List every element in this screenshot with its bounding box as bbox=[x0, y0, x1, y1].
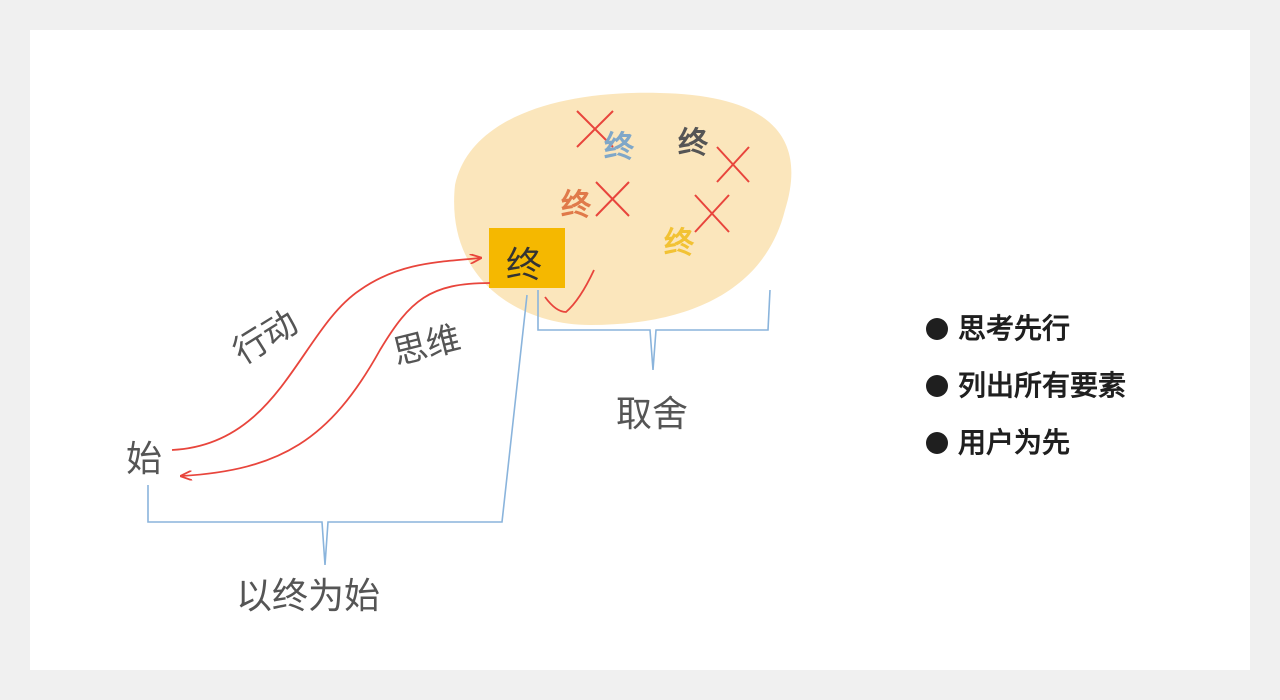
bullet-item: 思考先行 bbox=[926, 300, 1126, 357]
goal-label: 终 bbox=[506, 245, 543, 286]
candidate-goal-2: 终 bbox=[678, 126, 708, 161]
bullet-list: 思考先行 列出所有要素 用户为先 bbox=[926, 300, 1126, 471]
bullet-dot-icon bbox=[926, 431, 948, 454]
candidate-goal-4: 终 bbox=[664, 226, 694, 261]
bullet-dot-icon bbox=[926, 374, 948, 397]
action-arrow bbox=[171, 258, 480, 451]
check-icon bbox=[544, 269, 595, 313]
cross-icon bbox=[595, 181, 630, 217]
start-label: 始 bbox=[126, 439, 163, 480]
candidate-goal-3: 终 bbox=[561, 188, 591, 223]
cross-icon bbox=[694, 194, 730, 233]
tradeoff-bracket bbox=[537, 289, 771, 371]
bullet-item: 用户为先 bbox=[926, 414, 1126, 471]
cross-icon bbox=[576, 110, 614, 148]
thinking-arrow bbox=[182, 282, 491, 476]
goal-box bbox=[489, 228, 565, 288]
bullet-dot-icon bbox=[926, 317, 948, 340]
cross-icon bbox=[716, 146, 750, 183]
bullet-text: 用户为先 bbox=[958, 426, 1071, 459]
candidate-goal-1: 终 bbox=[604, 130, 634, 165]
bullet-text: 思考先行 bbox=[958, 312, 1071, 345]
tradeoff-label: 取舍 bbox=[616, 394, 689, 435]
bullet-text: 列出所有要素 bbox=[958, 369, 1127, 402]
begin-with-end-bracket bbox=[147, 294, 528, 566]
begin-with-end-label: 以终为始 bbox=[236, 576, 381, 617]
bullet-item: 列出所有要素 bbox=[926, 357, 1126, 414]
